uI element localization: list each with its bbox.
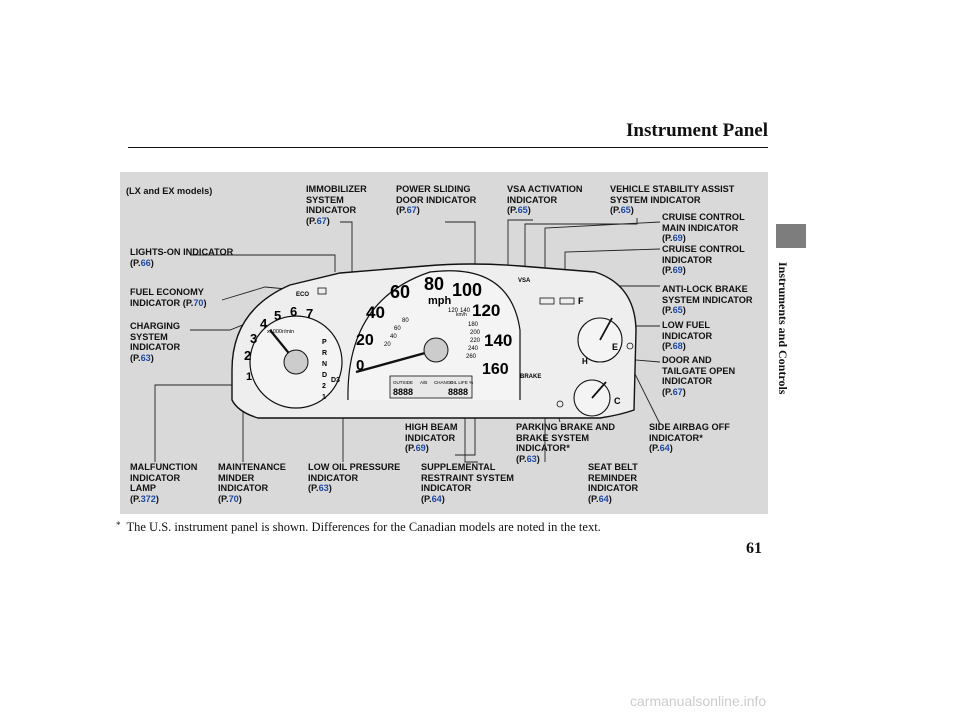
gear-position: 1 — [322, 394, 326, 401]
gear-position: N — [322, 361, 327, 368]
display-label: OUTSIDE — [393, 380, 413, 385]
display-readout: 8888 — [448, 387, 468, 397]
speed-label: 60 — [390, 282, 410, 302]
speed-label: 20 — [356, 332, 374, 349]
gear-position: R — [322, 350, 327, 357]
footnote-text: The U.S. instrument panel is shown. Diff… — [126, 520, 601, 534]
temp-label: H — [582, 357, 588, 366]
brake-label: BRAKE — [520, 374, 541, 380]
kmh-label: 120 — [448, 308, 459, 314]
speed-label: 0 — [356, 357, 364, 374]
footnote: * The U.S. instrument panel is shown. Dif… — [116, 520, 601, 535]
gear-position: D — [322, 372, 327, 379]
cruise-control-icon — [559, 297, 575, 305]
tach-label: 7 — [306, 306, 313, 321]
speed-unit-kmh: km/h — [456, 312, 467, 318]
lamp-icon — [556, 400, 564, 408]
kmh-label: 200 — [470, 330, 481, 336]
vsa-label: VSA — [518, 278, 531, 284]
cruise-main-icon — [539, 297, 555, 305]
tach-label: 1 — [246, 371, 252, 383]
gear-position: P — [322, 339, 327, 346]
temp-label: C — [614, 396, 621, 406]
kmh-label: 180 — [468, 322, 479, 328]
footnote-mark: * — [116, 520, 121, 530]
kmh-label: 60 — [394, 326, 401, 332]
kmh-label: 140 — [460, 308, 471, 314]
display-label: OIL LIFE % — [450, 380, 473, 385]
page-number: 61 — [746, 540, 762, 557]
callout-lights-on: LIGHTS-ON INDICATOR (P.66) — [130, 247, 234, 268]
fuel-label: E — [612, 342, 618, 352]
kmh-label: 40 — [390, 334, 397, 340]
warning-lamps: ECO VSA BRAKE — [296, 278, 634, 408]
kmh-label: 20 — [384, 342, 391, 348]
lamp-icon — [626, 342, 634, 350]
page-title: Instrument Panel — [626, 120, 768, 141]
multi-information-display: OUTSIDE A/B CHANGE OIL LIFE % 8888 8888 — [389, 375, 473, 399]
fuel-label: F — [578, 296, 584, 306]
speed-label: 120 — [472, 301, 500, 320]
speed-label: 160 — [482, 361, 509, 378]
speed-label: 40 — [366, 303, 385, 322]
gear-position: D3 — [331, 377, 340, 384]
kmh-label: 260 — [466, 354, 477, 360]
speed-label: 100 — [452, 280, 482, 300]
section-tab — [776, 224, 806, 248]
tach-label: 4 — [260, 316, 268, 331]
display-label: A/B — [420, 380, 427, 385]
speedometer-gauge: 0 20 40 60 80 100 120 140 160 mph km/h 2… — [347, 270, 521, 401]
kmh-label: 240 — [468, 346, 479, 352]
model-note: (LX and EX models) — [126, 186, 213, 196]
speed-label: 80 — [424, 274, 444, 294]
kmh-label: 80 — [402, 318, 409, 324]
eco-label: ECO — [296, 292, 309, 298]
tach-label: 6 — [290, 304, 297, 319]
tach-unit: x1000r/min — [267, 329, 294, 335]
display-readout: 8888 — [393, 387, 413, 397]
tach-label: 3 — [250, 331, 257, 346]
kmh-label: 220 — [470, 338, 481, 344]
callout-fuel-economy: FUEL ECONOMY INDICATOR (P.70) — [130, 287, 207, 308]
display-label: CHANGE — [434, 380, 453, 385]
tach-label: 2 — [244, 348, 251, 363]
watermark: carmanualsonline.info — [630, 693, 767, 709]
battery-icon — [317, 287, 327, 295]
speed-label: 140 — [484, 331, 512, 350]
fuel-temp-gauges: F E H C — [573, 296, 623, 417]
gear-indicator: P R N D 2 1 D3 — [322, 339, 340, 401]
speed-unit: mph — [428, 295, 452, 307]
title-rule — [128, 147, 768, 148]
tach-label: 5 — [274, 308, 281, 323]
tachometer-gauge: 1 2 3 4 5 6 7 x1000r/min — [244, 304, 343, 409]
gear-position: 2 — [322, 383, 326, 390]
